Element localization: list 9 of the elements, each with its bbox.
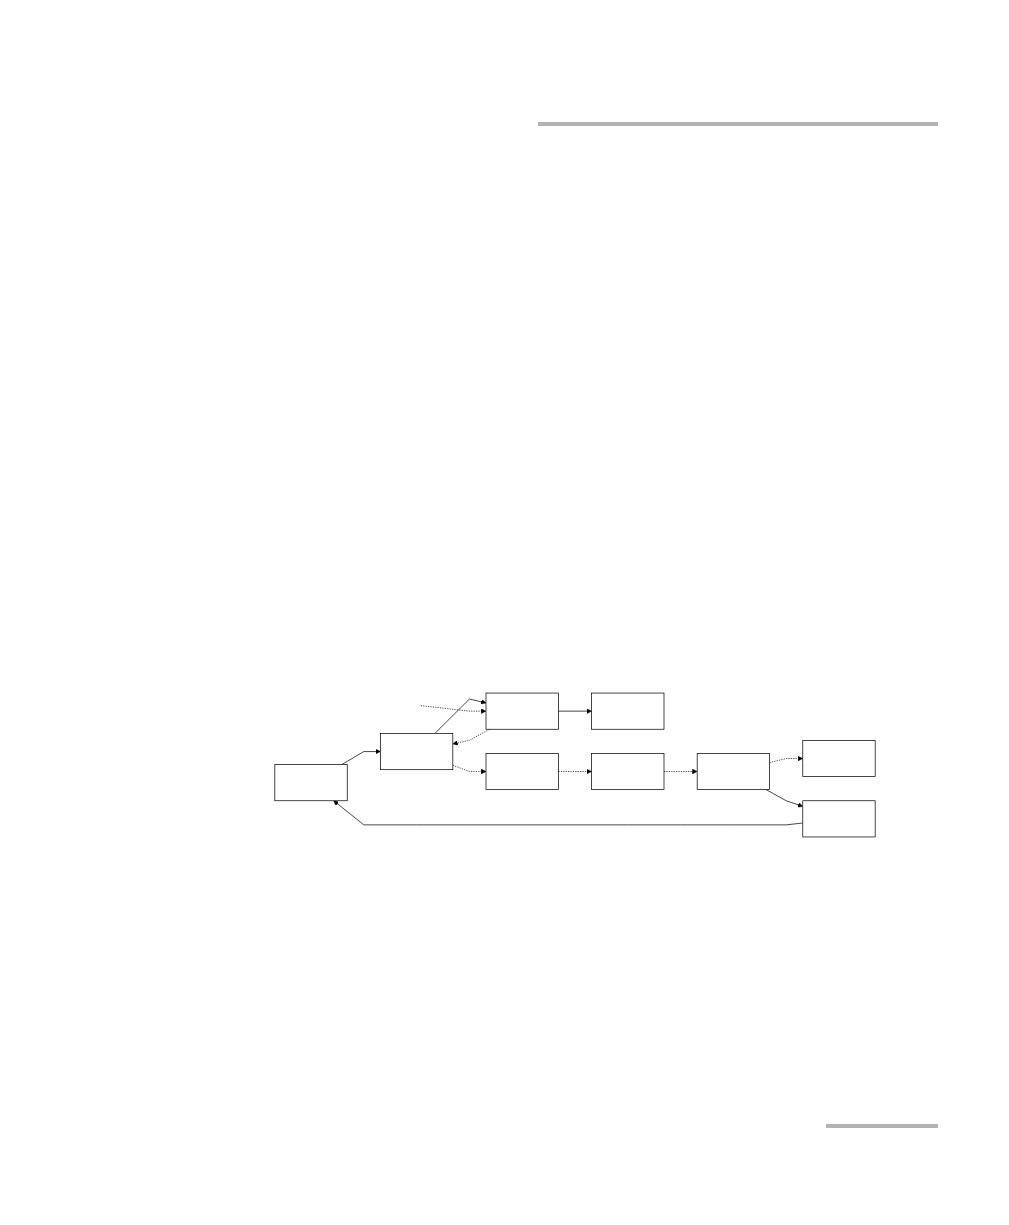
node-box	[802, 740, 876, 777]
node-box	[274, 764, 348, 802]
node-box	[802, 800, 876, 838]
node-box	[591, 753, 665, 790]
node-box	[485, 753, 559, 790]
node-box	[591, 692, 665, 730]
node-box	[380, 733, 454, 771]
node-box	[696, 753, 770, 790]
node-box	[485, 692, 559, 730]
